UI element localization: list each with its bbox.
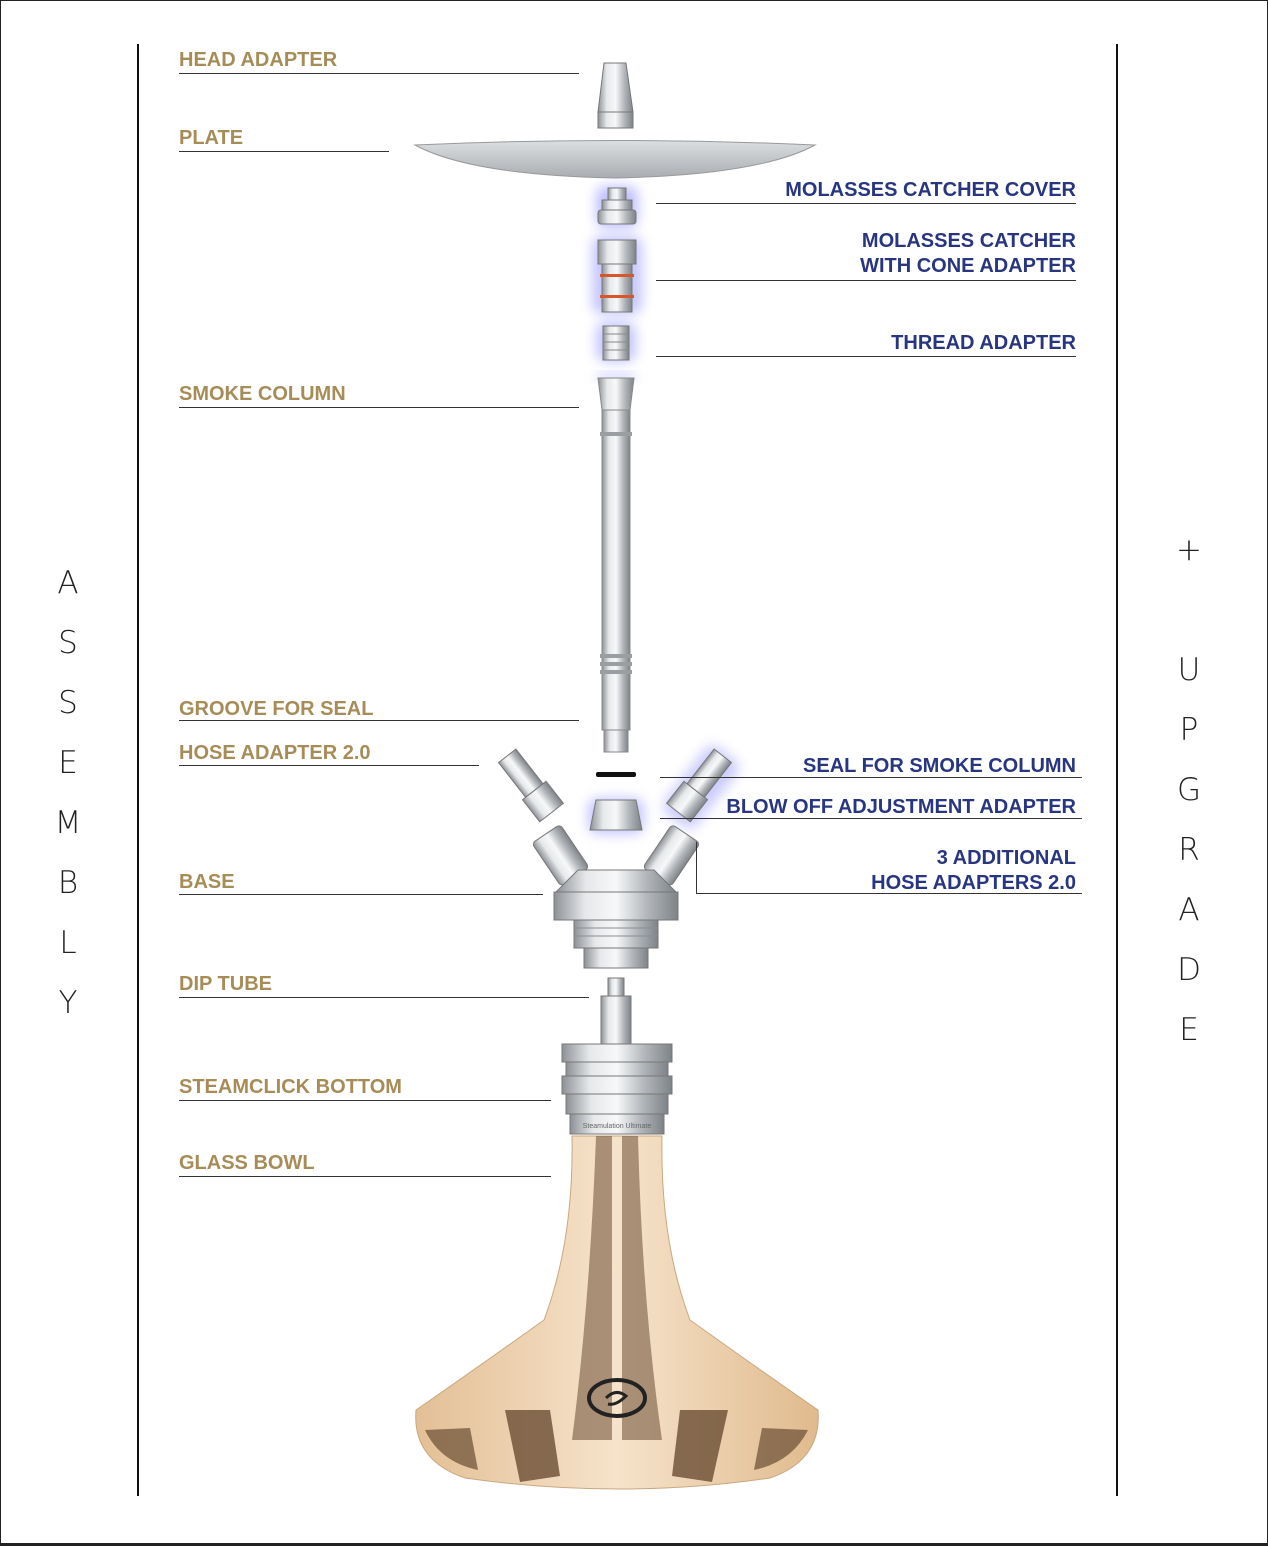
leader-hose-adapter [179, 765, 479, 766]
label-molasses-catcher-line1: MOLASSES CATCHER [861, 230, 1076, 252]
leader-base [179, 894, 543, 895]
label-glass-bowl: GLASS BOWL [179, 1152, 315, 1174]
base-part [532, 825, 700, 969]
label-groove-for-seal: GROOVE FOR SEAL [179, 698, 374, 720]
assembly-side-title: A S S E M B L Y [54, 565, 82, 1021]
glass-bowl-part [415, 1135, 819, 1490]
label-seal-for-smoke-column: SEAL FOR SMOKE COLUMN [803, 755, 1076, 777]
blow-off-adapter-part [588, 798, 644, 834]
upgrade-side-title: + U P G R A D E [1176, 532, 1202, 1048]
left-divider [137, 44, 139, 1496]
leader-blow-off-adjustment-adapter [660, 818, 1082, 819]
seal-part [596, 772, 636, 777]
leader-additional-hose-vertical [696, 842, 697, 894]
steamclick-bottom-part: Steamulation Ultimate [561, 1043, 673, 1135]
label-thread-adapter: THREAD ADAPTER [891, 332, 1076, 354]
label-molasses-catcher-line2: WITH CONE ADAPTER [860, 255, 1076, 277]
leader-steamclick-bottom [179, 1100, 551, 1101]
leader-molasses-catcher [656, 280, 1076, 281]
leader-smoke-column [179, 407, 579, 408]
leader-molasses-catcher-cover [656, 203, 1076, 204]
leader-additional-hose [696, 893, 1082, 894]
label-dip-tube: DIP TUBE [179, 973, 272, 995]
label-additional-hose-line2: HOSE ADAPTERS 2.0 [871, 872, 1076, 894]
leader-glass-bowl [179, 1176, 551, 1177]
label-plate: PLATE [179, 127, 244, 149]
leader-thread-adapter [656, 356, 1076, 357]
molasses-catcher-part [592, 236, 642, 314]
leader-groove-for-seal [179, 720, 579, 721]
leader-seal-for-smoke-column [660, 777, 1082, 778]
engraving-text: Steamulation Ultimate [583, 1123, 652, 1130]
leader-plate [179, 151, 389, 152]
leader-dip-tube [179, 997, 589, 998]
thread-adapter-part [596, 322, 636, 362]
plate-part [413, 140, 817, 179]
label-hose-adapter: HOSE ADAPTER 2.0 [179, 742, 371, 764]
smoke-column-part [596, 374, 636, 753]
molasses-catcher-cover-part [596, 186, 638, 228]
label-steamclick-bottom: STEAMCLICK BOTTOM [179, 1076, 402, 1098]
label-head-adapter: HEAD ADAPTER [179, 49, 338, 71]
label-blow-off-adjustment-adapter: BLOW OFF ADJUSTMENT ADAPTER [726, 796, 1076, 818]
right-divider [1116, 44, 1118, 1496]
label-molasses-catcher-cover: MOLASSES CATCHER COVER [785, 179, 1076, 201]
label-base: BASE [179, 871, 235, 893]
leader-head-adapter [179, 73, 579, 74]
label-additional-hose-line1: 3 ADDITIONAL [936, 847, 1076, 869]
hose-adapter-part [497, 748, 565, 823]
additional-hose-adapter-part [663, 745, 739, 829]
dip-tube-part [600, 977, 632, 1045]
label-smoke-column: SMOKE COLUMN [179, 383, 346, 405]
head-adapter-part [597, 62, 634, 129]
